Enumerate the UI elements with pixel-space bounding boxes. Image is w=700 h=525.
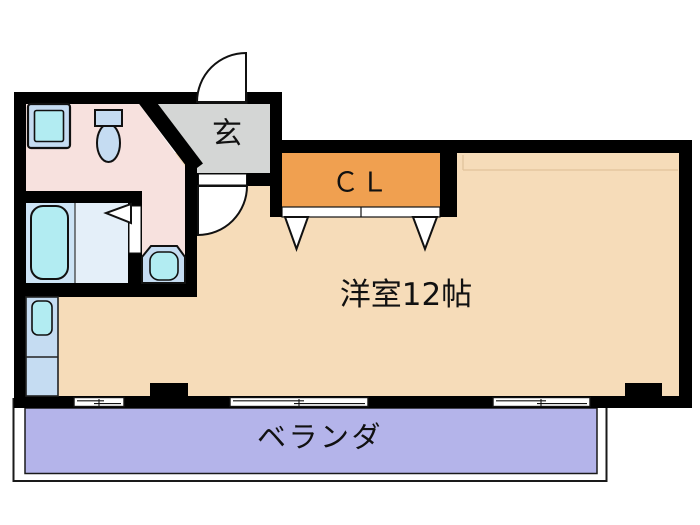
ceiling-beam-lines xyxy=(462,155,678,171)
bathtub xyxy=(30,205,69,280)
interior-door-opening xyxy=(198,173,247,186)
entrance-door xyxy=(195,51,248,104)
balcony-label: ベランダ xyxy=(257,420,383,454)
washing-machine-pan xyxy=(26,102,72,150)
closet-label: ＣＬ xyxy=(332,168,390,199)
washroom-floor xyxy=(26,104,186,285)
kitchenette xyxy=(25,296,59,397)
interior-door xyxy=(197,173,249,237)
window-center xyxy=(229,396,369,408)
main-room-label: 洋室12帖 xyxy=(340,277,472,313)
closet-door-swing-right xyxy=(411,216,439,252)
bathroom-door-swing-marker xyxy=(103,202,132,225)
bathroom xyxy=(26,203,128,283)
entrance-door-swing-arc xyxy=(195,51,247,103)
closet xyxy=(281,153,441,252)
entrance-label: 玄 xyxy=(212,117,242,152)
closet-door-swing-left xyxy=(283,216,310,252)
window-small xyxy=(73,396,125,408)
toilet xyxy=(94,109,123,163)
fixtures xyxy=(25,102,186,397)
kitchenette-sink xyxy=(31,300,53,336)
interior-door-swing-arc xyxy=(197,185,249,237)
closet-interior xyxy=(282,153,440,207)
windows xyxy=(73,396,591,408)
wash-basin xyxy=(141,245,186,284)
entrance-hall-floor xyxy=(152,104,270,174)
bathroom-door xyxy=(103,202,142,254)
room-labels: 玄 ＣＬ 洋室12帖 ベランダ xyxy=(212,117,472,455)
window-right xyxy=(492,396,591,408)
